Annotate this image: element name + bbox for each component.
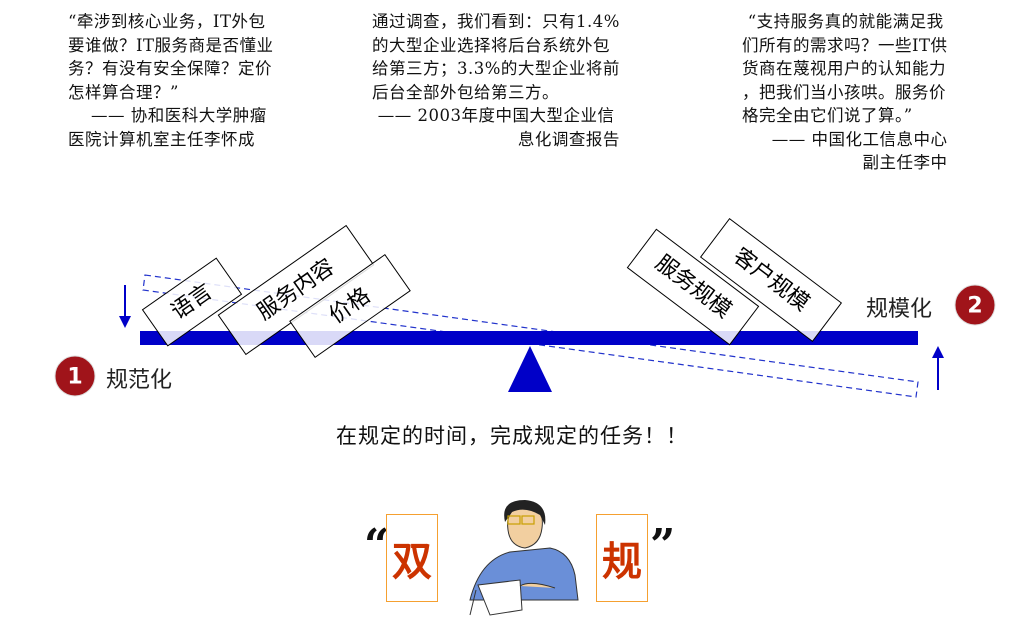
quote-line: 们所有的需求吗？一些IT供 <box>742 35 948 55</box>
quote-source: 息化调查报告 <box>517 129 620 149</box>
char-box-shuang: 双 <box>386 514 438 602</box>
quote-line: 通过调查，我们看到：只有1.4% <box>372 12 620 31</box>
tilted-beam-outline <box>142 274 919 398</box>
char-box-gui: 规 <box>596 514 648 602</box>
quote-line: “牵涉到核心业务，IT外包 <box>68 12 266 31</box>
quote-line: 要谁做？IT服务商是否懂业 <box>68 35 274 55</box>
fulcrum-triangle <box>508 346 552 392</box>
quote-line: 后台全部外包给第三方。 <box>372 82 559 102</box>
quote-source: 副主任李中 <box>862 153 948 172</box>
scale-label: 规模化 <box>866 297 933 322</box>
quote-survey: 通过调查，我们看到：只有1.4% 的大型企业选择将后台系统外包 给第三方；3.3… <box>372 10 620 151</box>
quote-line: 怎样算合理？” <box>68 82 179 102</box>
weight-box-language: 语言 <box>141 257 243 347</box>
weight-box-price: 价格 <box>289 254 411 358</box>
slogan: 在规定的时间，完成规定的任务！！ <box>336 424 688 448</box>
quote-source: —— 协和医科大学肿瘤 <box>68 106 267 125</box>
quote-hospital: “牵涉到核心业务，IT外包 要谁做？IT服务商是否懂业 务？有没有安全保障？定价… <box>68 10 274 151</box>
badge-1: 1 <box>54 355 96 397</box>
quote-line: 的大型企业选择将后台系统外包 <box>372 35 610 55</box>
close-quote: ” <box>650 520 676 571</box>
standardization-label: 规范化 <box>106 368 173 393</box>
badge-number: 1 <box>67 365 82 390</box>
badge-number: 2 <box>967 294 982 319</box>
open-quote: “ <box>364 520 390 571</box>
thinking-man-illustration <box>469 500 579 616</box>
quote-source: —— 中国化工信息中心 <box>771 129 948 149</box>
quote-line: 货商在蔑视用户的认知能力 <box>742 59 946 78</box>
quote-chemical: “支持服务真的就能满足我 们所有的需求吗？一些IT供 货商在蔑视用户的认知能力 … <box>742 10 948 175</box>
up-arrow-icon <box>932 346 944 390</box>
quote-line: “支持服务真的就能满足我 <box>742 12 944 31</box>
quote-line: ，把我们当小孩哄。服务价 <box>742 82 946 102</box>
badge-2: 2 <box>954 284 996 326</box>
quote-line: 给第三方；3.3%的大型企业将前 <box>372 59 620 78</box>
down-arrow-icon <box>119 285 131 328</box>
quote-source: —— 2003年度中国大型企业信 <box>372 106 615 125</box>
quote-line: 务？有没有安全保障？定价 <box>68 59 272 78</box>
quote-source: 医院计算机室主任李怀成 <box>68 129 255 149</box>
quote-line: 格完全由它们说了算。” <box>742 106 913 125</box>
